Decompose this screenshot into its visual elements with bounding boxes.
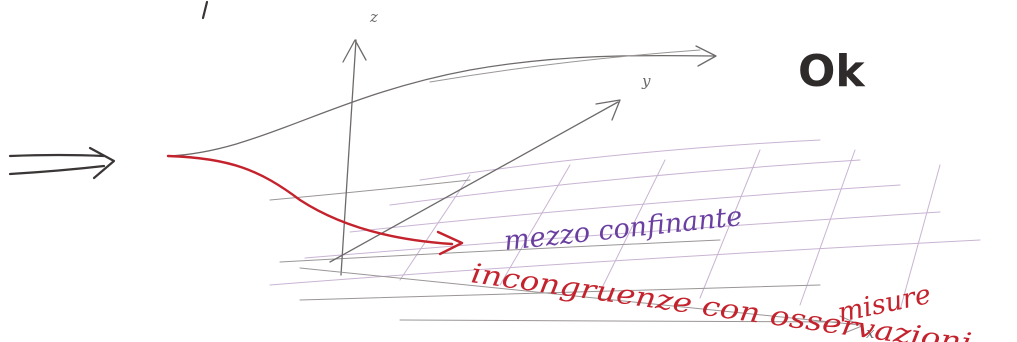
z-axis [340, 39, 367, 276]
stray-pen-mark [201, 0, 209, 20]
axis-z-label: z [369, 8, 378, 26]
x-axis [299, 267, 864, 335]
axis-y-label: y [641, 72, 651, 90]
y-axis [329, 99, 621, 263]
axis-x-label: x [866, 324, 875, 342]
implication-arrow-icon [8, 146, 116, 180]
upper-trajectory-curve [167, 45, 717, 157]
grid-plane [269, 139, 981, 311]
ok-label: Ok [798, 46, 866, 97]
mezzo-confinante-label: mezzo confinante [502, 201, 743, 257]
pencil-grid [269, 179, 841, 323]
red-trajectory-arrow [166, 154, 464, 256]
